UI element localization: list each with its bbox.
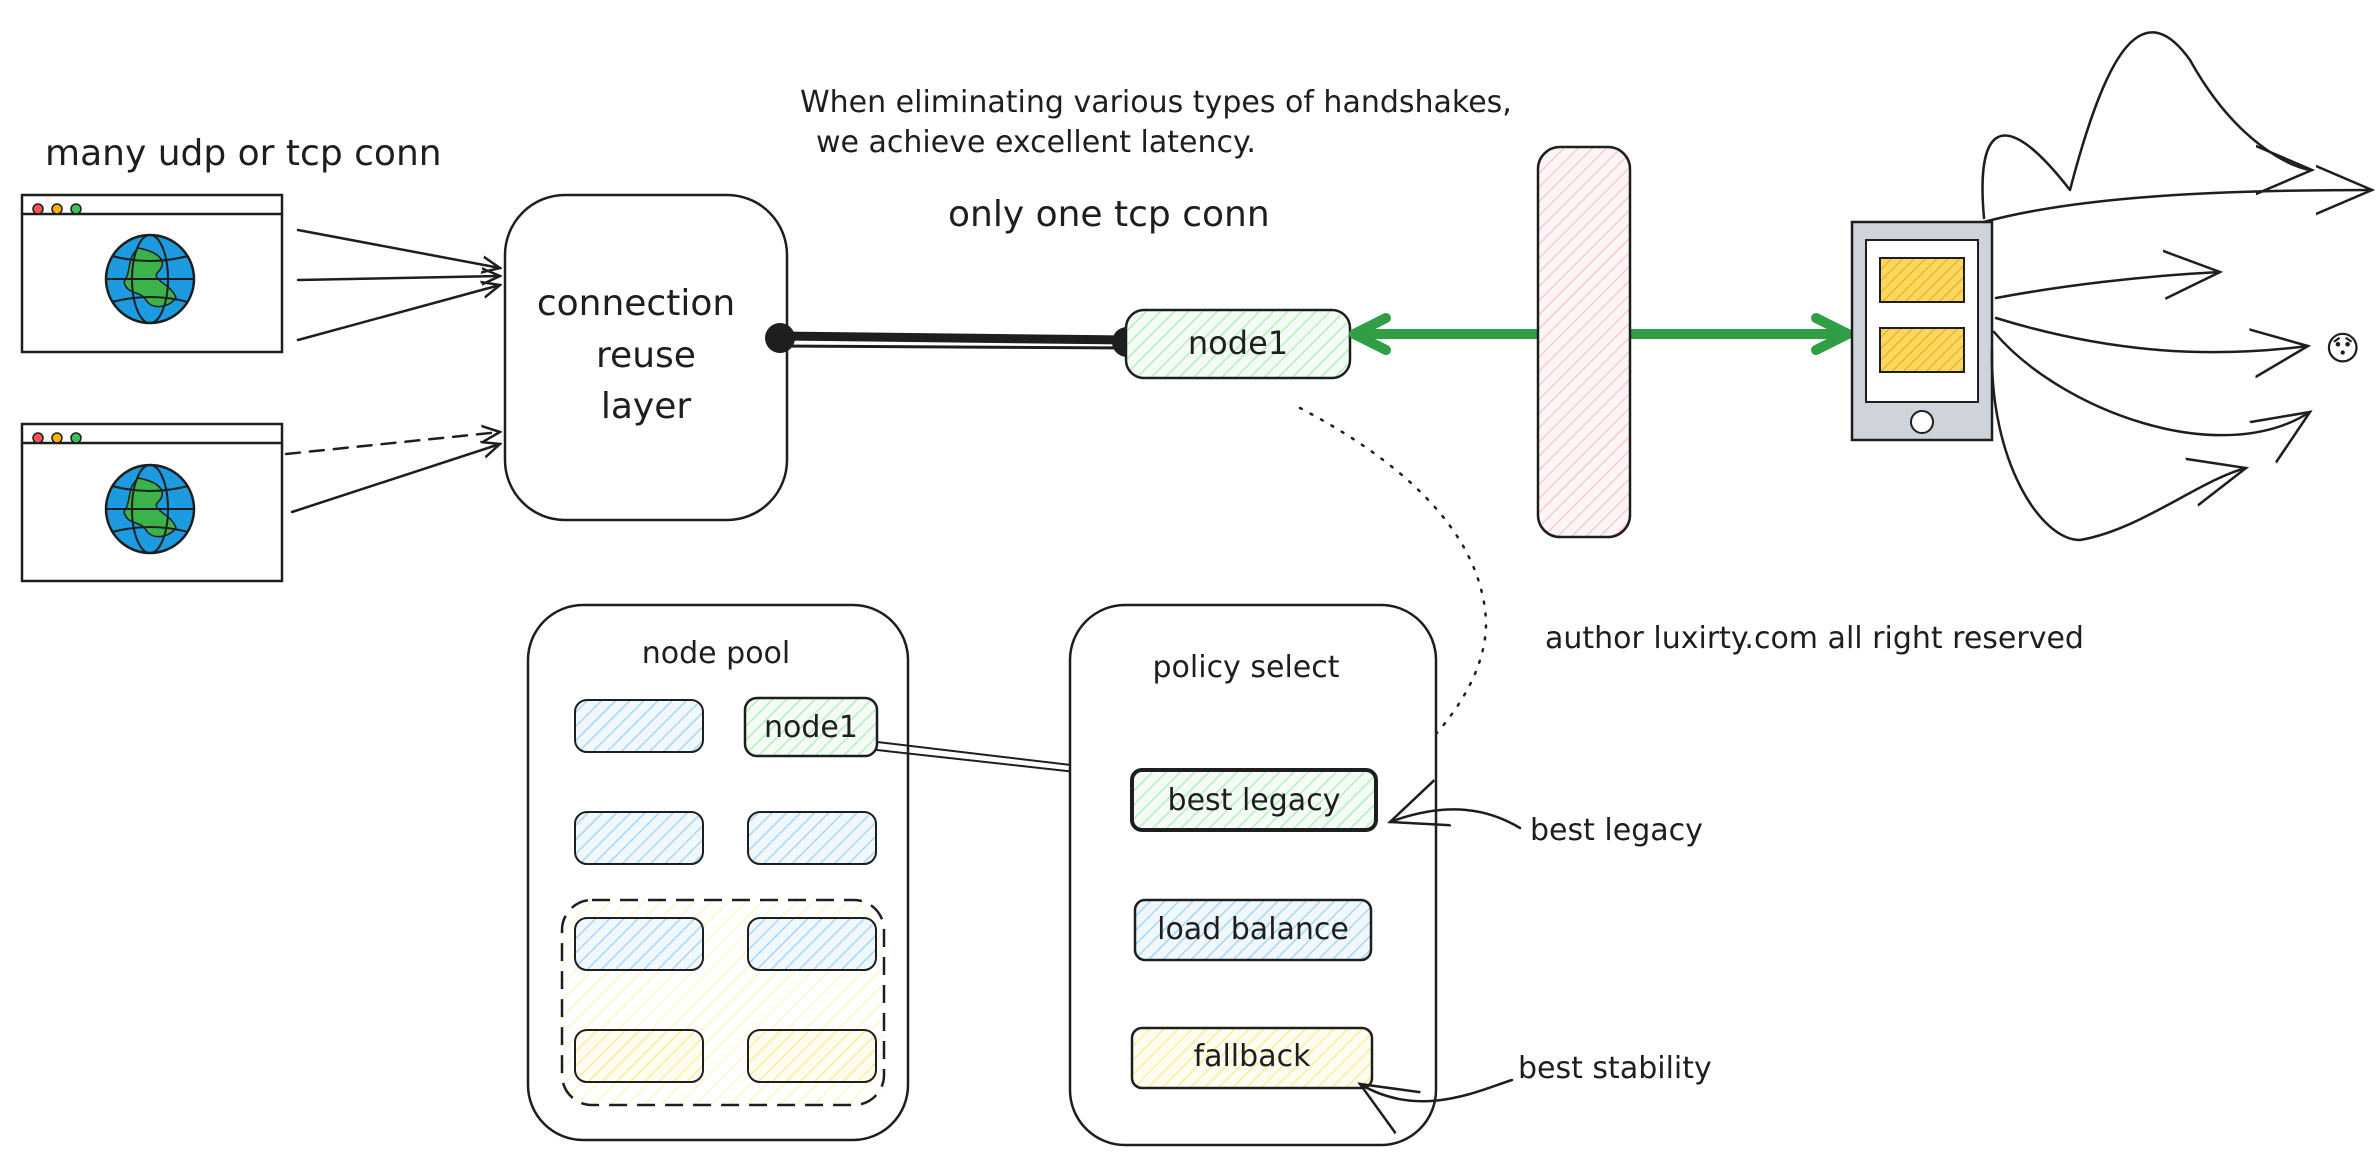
- dotted-relation-line: [1298, 406, 1488, 792]
- surprised-emoji: 😯: [2325, 329, 2360, 369]
- browser-window-icon: [20, 422, 284, 583]
- policy-best-legacy-box: [1130, 768, 1378, 832]
- node1-label: node1: [1188, 324, 1288, 362]
- firewall-bar: [1536, 145, 1632, 539]
- pool-node1-box: [743, 696, 879, 758]
- pool-node-slot: [574, 699, 704, 753]
- latency-caption-line2: we achieve excellent latency.: [816, 125, 1256, 160]
- pool-node-slot: [574, 811, 704, 865]
- policy-fallback-box: [1130, 1026, 1374, 1090]
- many-conn-label: many udp or tcp conn: [45, 133, 442, 174]
- connection-reuse-layer: connection reuse layer: [503, 193, 789, 522]
- node-pool-title: node pool: [642, 636, 791, 671]
- client-connection-arrows: [284, 228, 500, 514]
- one-tcp-label: only one tcp conn: [948, 194, 1270, 235]
- policy-select: policy select best legacy load balance f…: [1068, 603, 1438, 1147]
- pool-node-slot: [747, 917, 877, 971]
- globe-icon: [104, 233, 196, 325]
- author-note: author luxirty.com all right reserved: [1545, 621, 2084, 656]
- reuse-label-line3: layer: [601, 386, 692, 427]
- globe-icon: [104, 463, 196, 555]
- policy-load-balance-label: load balance: [1157, 912, 1349, 947]
- single-tcp-connection: [765, 323, 1142, 357]
- reuse-label-line1: connection: [537, 283, 735, 324]
- best-legacy-annotation: best legacy: [1530, 813, 1703, 848]
- annotation-arrows: [1360, 809, 1522, 1101]
- fanout-arrows: [1981, 31, 2372, 542]
- node-pool: node pool node1: [526, 603, 910, 1142]
- pool-node-slot: [574, 1029, 704, 1083]
- policy-load-balance-box: [1133, 898, 1373, 962]
- browser-window-icon: [20, 193, 284, 354]
- node1-box: node1: [1124, 308, 1352, 380]
- smartphone-icon: [1850, 220, 1994, 442]
- policy-best-legacy-label: best legacy: [1168, 783, 1341, 818]
- pool-node-slot: [747, 1029, 877, 1083]
- policy-select-title: policy select: [1153, 650, 1340, 685]
- pool-node-slot: [574, 917, 704, 971]
- reuse-label-line2: reuse: [596, 335, 696, 376]
- policy-fallback-label: fallback: [1194, 1039, 1312, 1074]
- latency-caption-line1: When eliminating various types of handsh…: [800, 85, 1512, 120]
- pool-node-slot: [747, 811, 877, 865]
- pool-node1-label: node1: [764, 710, 858, 745]
- best-stability-annotation: best stability: [1518, 1051, 1712, 1086]
